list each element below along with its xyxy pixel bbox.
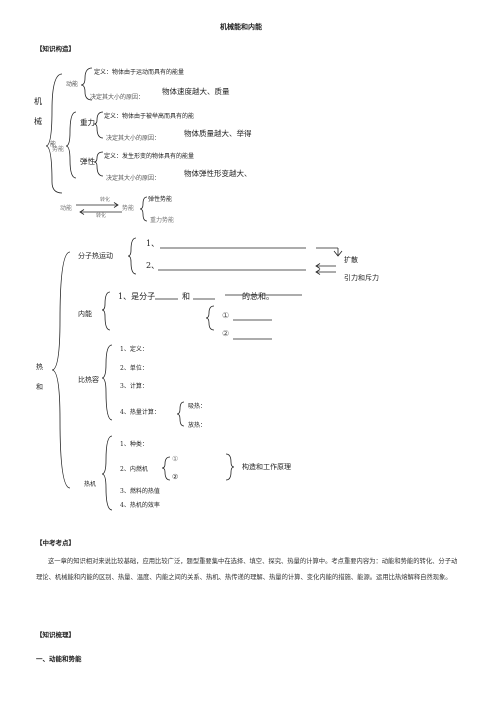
subsection-kinetic-potential: 一、动能和势能: [36, 655, 82, 663]
engine-brace: [101, 435, 113, 511]
engine-item-2: 2、内燃机: [120, 466, 148, 473]
section-exam-heading: 【中考考点】: [36, 539, 75, 547]
conversion-left: 动能: [60, 205, 73, 212]
internal-sub-2: ②: [222, 329, 230, 338]
specific-label: 比热容: [78, 376, 99, 384]
engine-item-3: 3、燃料的热值: [120, 488, 160, 495]
molecular-label: 分子热运动: [78, 252, 113, 260]
gravity-brace: [93, 111, 104, 139]
elastic-factor-prefix: 决定其大小的原因：: [106, 175, 161, 182]
conversion-right: 势能: [122, 205, 135, 212]
conversion-arrow-top: 转化: [100, 197, 111, 203]
conversion-branch-gravity: 重力势能: [150, 217, 175, 224]
kinetic-definition: 定义：物体由于运动而具有的能量: [94, 69, 185, 76]
engine-right-brace: [225, 453, 235, 481]
conversion-branch-elastic: 弹性势能: [148, 196, 173, 203]
exam-paragraph: 这一章的知识相对来说比较基础，应用比较广泛，题型重要集中在选择、填空、探究、热量…: [36, 558, 458, 581]
internal-item-1c: 的总和。: [242, 292, 274, 301]
molecular-item-2: 2、: [146, 261, 160, 270]
engine-sub-2: ②: [172, 473, 179, 481]
internal-item-1a: 1、是分子: [118, 292, 156, 301]
gravity-factor-prefix: 决定其大小的原因：: [106, 135, 161, 142]
internal-label: 内能: [78, 310, 92, 318]
specific-absorb: 吸热：: [188, 403, 207, 410]
conversion-arrow-bottom: 转化: [96, 213, 107, 219]
section-review-heading: 【知识梳理】: [36, 631, 75, 639]
engine-label: 热机: [84, 481, 97, 488]
kinetic-factor-prefix: 决定其大小的原因：: [90, 94, 145, 101]
potential-label: 势能: [52, 146, 65, 153]
conversion-brace: [139, 196, 148, 222]
heat-calc-brace: [176, 401, 185, 427]
internal-brace: [101, 291, 111, 331]
internal-sub-1: ①: [222, 311, 230, 320]
heat-root-char-1: 热: [36, 363, 43, 371]
specific-item-3: 3、计算：: [120, 383, 148, 390]
mech-root-char-3: 能: [50, 141, 57, 148]
mech-root-char-1: 机: [34, 97, 42, 106]
molecular-right-forces: 引力和斥力: [344, 274, 379, 282]
molecular-brace: [127, 237, 137, 275]
page-title: 机械能和内能: [220, 23, 262, 31]
engine-right: 构造和工作原理: [242, 463, 291, 471]
specific-brace: [101, 344, 113, 421]
elastic-definition: 定义：发生形变的物体具有的能量: [104, 153, 195, 160]
specific-item-2: 2、单位：: [120, 365, 148, 372]
gravity-factor: 物体质量越大、举得: [184, 129, 252, 138]
internal-sub-brace: [205, 305, 215, 331]
kinetic-label: 动能: [66, 81, 79, 88]
elastic-label: 弹性: [80, 157, 95, 166]
specific-item-1: 1、定义：: [120, 346, 148, 353]
mech-main-brace: [45, 73, 63, 194]
elastic-brace: [93, 151, 104, 177]
elastic-factor: 物体弹性形变越大、: [184, 169, 252, 178]
molecular-item-1: 1、: [146, 239, 160, 248]
heat-main-brace: [51, 251, 71, 489]
engine-item-4: 4、热机的效率: [120, 502, 160, 509]
kinetic-factor: 物体速度越大、质量: [162, 87, 230, 96]
section-structure-heading: 【知识构造】: [36, 45, 75, 53]
engine-sub-1: ①: [172, 455, 179, 463]
engine-sub-brace: [161, 456, 171, 481]
heat-root-char-2: 和: [36, 383, 43, 391]
specific-release: 放热：: [188, 422, 207, 429]
molecular-right-diffusion: 扩散: [344, 256, 358, 264]
kinetic-brace: [80, 67, 93, 101]
specific-item-4: 4、热量计算：: [120, 409, 160, 416]
mech-root-char-2: 械: [34, 117, 42, 126]
gravity-label: 重力: [80, 118, 95, 127]
gravity-definition: 定义：物体由于被举高而具有的能: [104, 113, 195, 120]
engine-item-1: 1、种类：: [120, 441, 148, 448]
internal-item-1b: 和: [182, 292, 190, 301]
potential-brace: [65, 111, 77, 179]
